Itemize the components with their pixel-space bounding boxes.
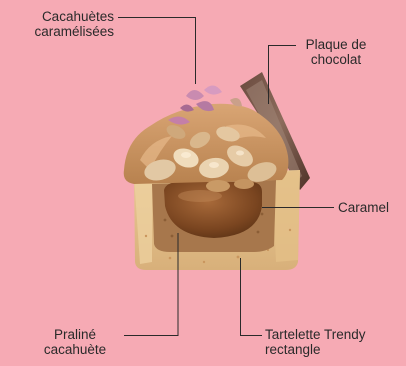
label-caramel: Caramel xyxy=(338,200,389,215)
label-plaque-de-chocolat: Plaque de chocolat xyxy=(296,37,376,67)
label-plaque-line1: Plaque de xyxy=(296,37,376,52)
leader-line-plaque xyxy=(269,46,297,105)
label-praline-line2: cacahuète xyxy=(30,342,120,357)
label-cacahuetes-line2: caramélisées xyxy=(4,24,114,39)
leader-line-cacahuetes xyxy=(118,18,196,85)
label-praline-line1: Praliné xyxy=(30,327,120,342)
label-cacahuetes-caramelisees: Cacahuètes caramélisées xyxy=(4,9,114,39)
label-tartelette-line2: rectangle xyxy=(265,342,366,357)
label-caramel-line1: Caramel xyxy=(338,200,389,215)
pastry-illustration xyxy=(124,72,310,270)
label-tartelette-trendy-rectangle: Tartelette Trendy rectangle xyxy=(265,327,366,357)
label-tartelette-line1: Tartelette Trendy xyxy=(265,327,366,342)
label-cacahuetes-line1: Cacahuètes xyxy=(4,9,114,24)
label-praline-cacahuete: Praliné cacahuète xyxy=(30,327,120,357)
label-plaque-line2: chocolat xyxy=(296,52,376,67)
